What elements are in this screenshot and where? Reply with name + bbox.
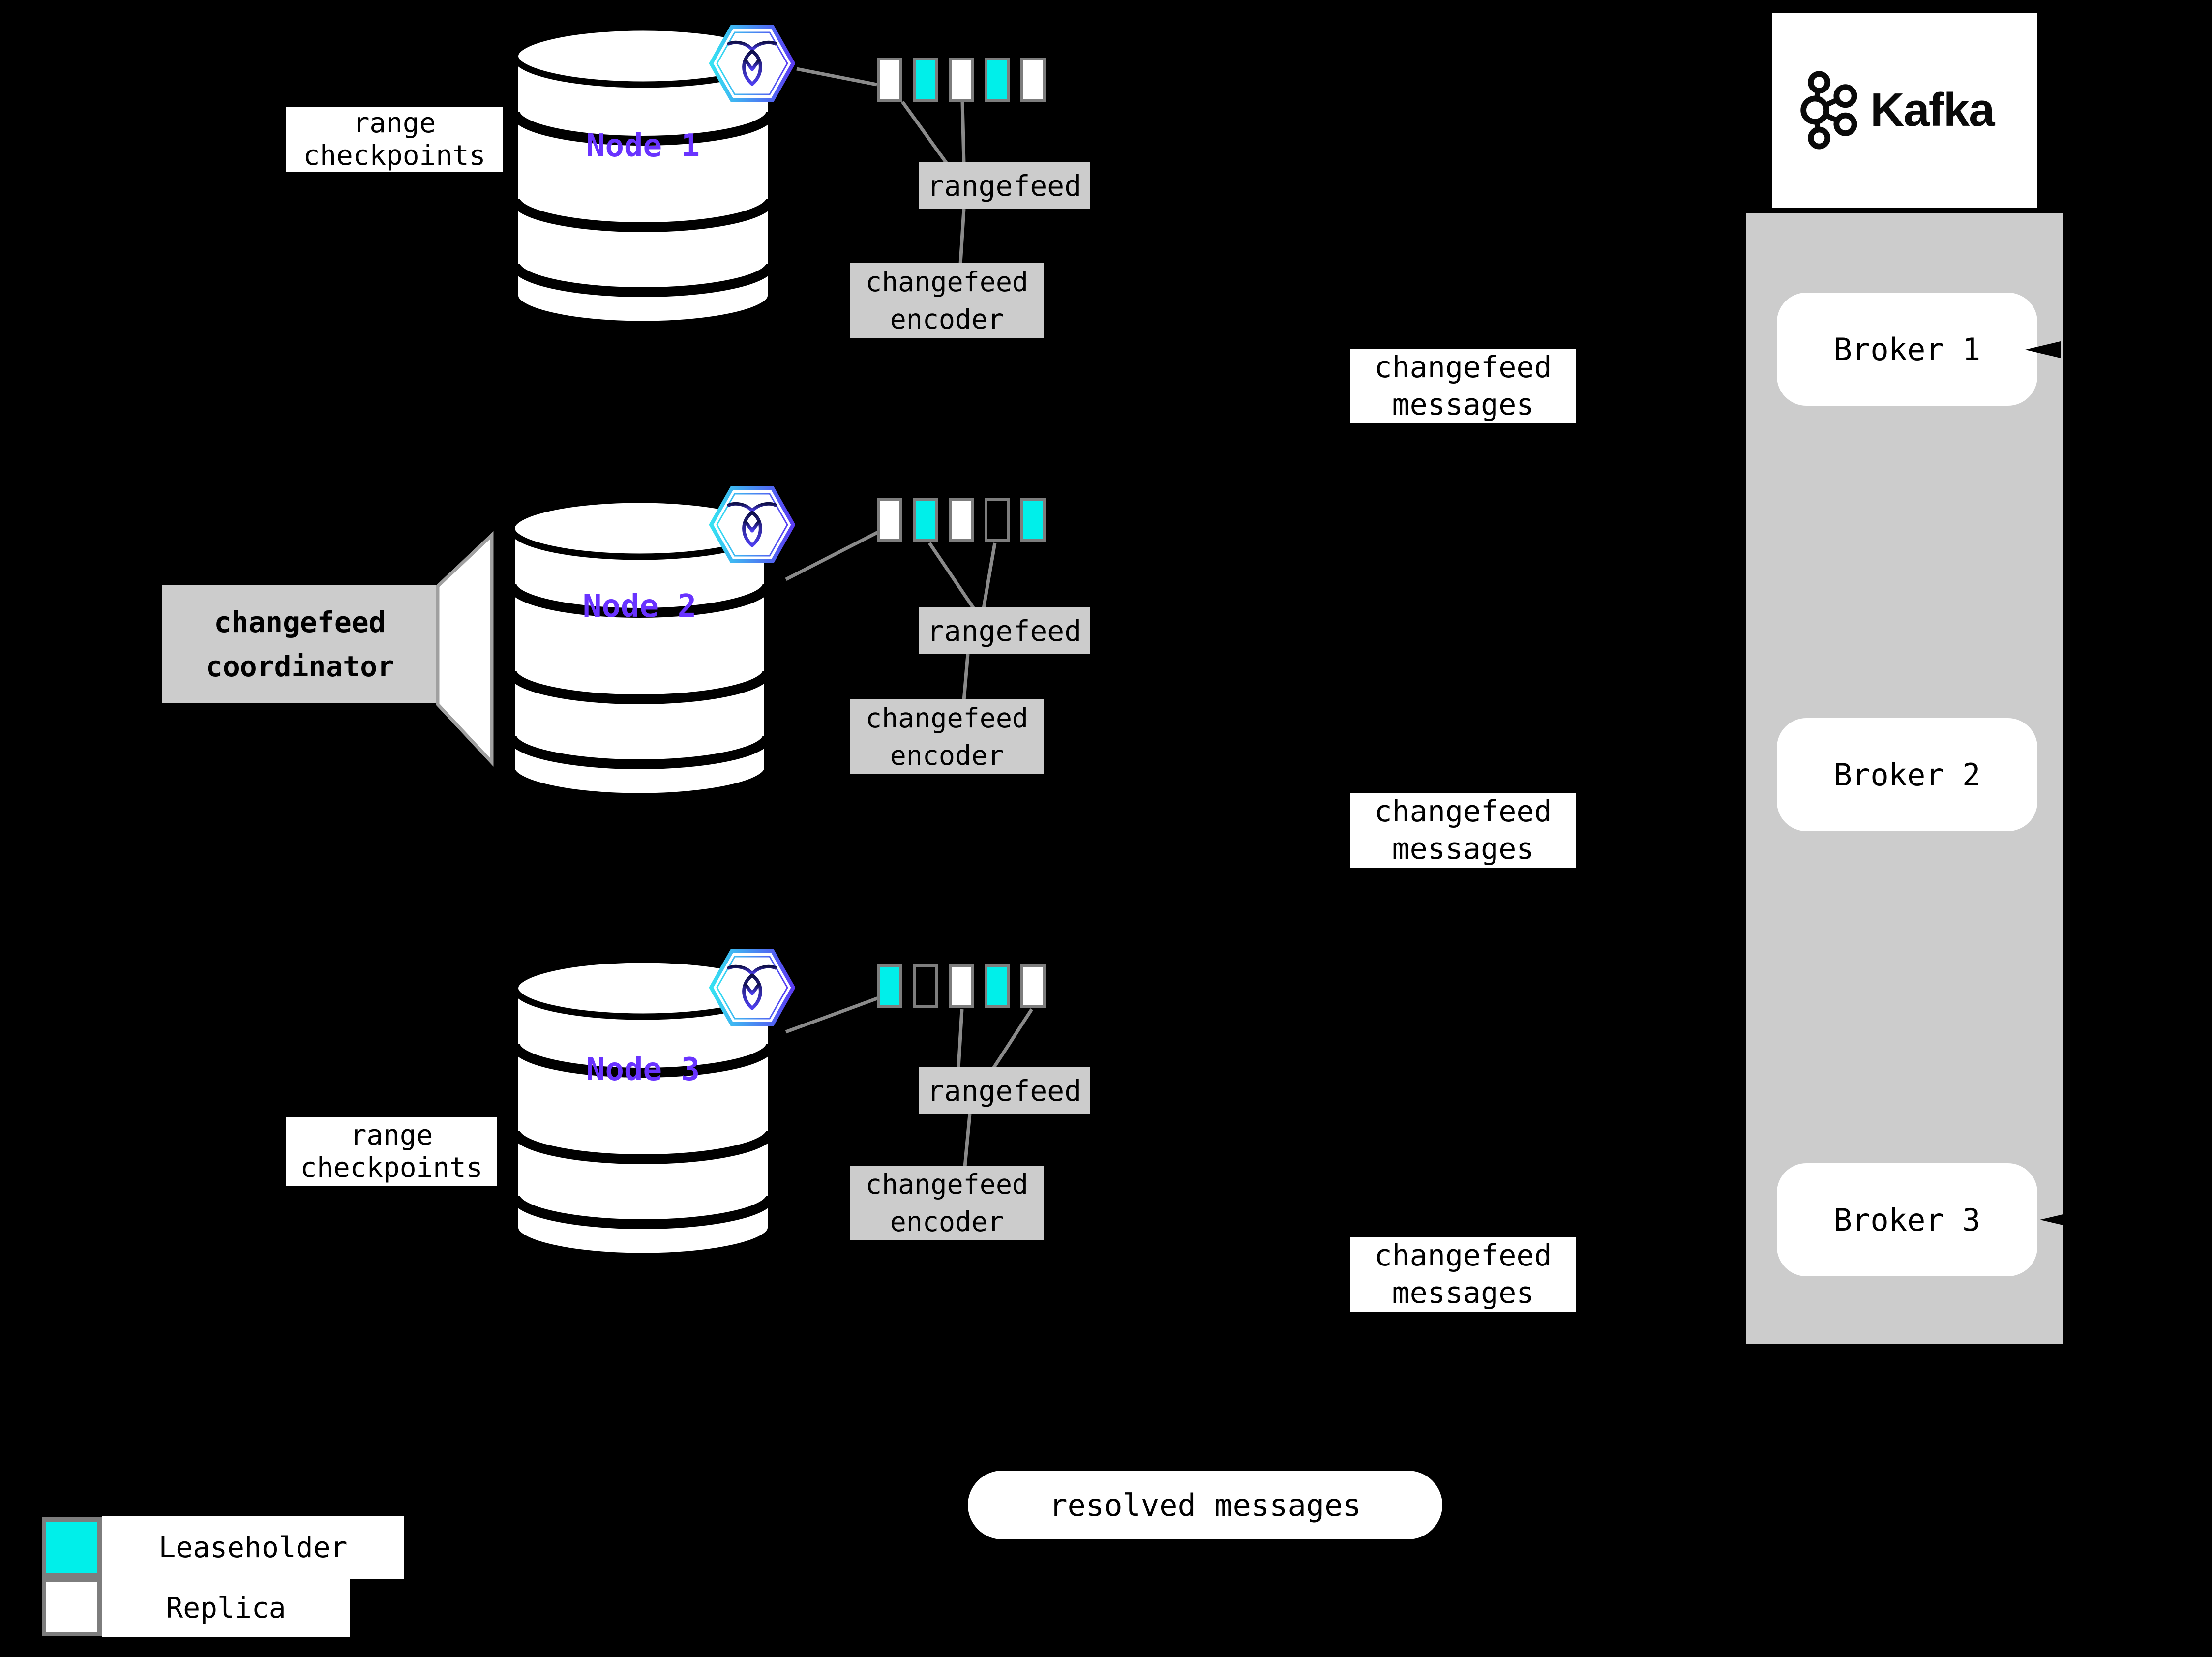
encoder-line1: changefeed — [865, 266, 1029, 298]
node-2-cylinder — [508, 497, 771, 799]
legend-replica-text: Replica — [166, 1591, 286, 1625]
rangefeed-label: rangefeed — [927, 614, 1082, 648]
changefeed-messages-line1: changefeed — [1374, 794, 1552, 829]
legend-leaseholder-text: Leaseholder — [158, 1531, 348, 1564]
arrowhead-icon — [2025, 341, 2061, 358]
legend-leaseholder-label: Leaseholder — [102, 1516, 404, 1579]
range-square-replica — [949, 964, 974, 1008]
changefeed-messages-label-1: changefeed messages — [1350, 349, 1576, 423]
encoder-line2: encoder — [890, 1206, 1004, 1237]
broker-1-label: Broker 1 — [1833, 331, 1981, 367]
resolved-messages-label: resolved messages — [1049, 1487, 1361, 1523]
node-1-name: Node 1 — [586, 128, 700, 164]
changefeed-messages-line1: changefeed — [1374, 1238, 1552, 1273]
range-square-leaseholder — [985, 58, 1010, 102]
range-square-empty — [985, 498, 1010, 542]
rangefeed-box-1: rangefeed — [919, 162, 1090, 209]
cockroachdb-logo-icon — [709, 949, 795, 1026]
range-checkpoints-line2: checkpoints — [300, 1152, 483, 1184]
changefeed-messages-line2: messages — [1392, 1276, 1534, 1310]
kafka-logo-icon — [1800, 71, 1857, 150]
legend-replica-label: Replica — [102, 1579, 350, 1637]
changefeed-messages-line2: messages — [1392, 832, 1534, 866]
encoder-line2: encoder — [890, 740, 1004, 771]
range-square-replica — [1020, 58, 1046, 102]
arrowhead-icon — [2040, 1214, 2063, 1225]
cockroachdb-logo-icon — [709, 25, 795, 102]
range-checkpoints-line1: range — [350, 1119, 433, 1151]
range-square-replica — [1020, 964, 1046, 1008]
rangefeed-box-2: rangefeed — [919, 607, 1090, 654]
encoder-line2: encoder — [890, 303, 1004, 335]
changefeed-messages-line1: changefeed — [1374, 350, 1552, 385]
range-square-replica — [877, 498, 902, 542]
encoder-line1: changefeed — [865, 1169, 1029, 1200]
legend-replica-swatch — [42, 1577, 102, 1636]
changefeed-encoder-box-3: changefeed encoder — [850, 1166, 1044, 1240]
range-square-leaseholder — [913, 58, 938, 102]
range-square-replica — [949, 58, 974, 102]
range-checkpoints-line1: range — [353, 107, 436, 139]
broker-3: Broker 3 — [1777, 1163, 2037, 1276]
node-3-name: Node 3 — [586, 1052, 700, 1088]
coordinator-line1: changefeed — [214, 605, 386, 639]
kafka-logo-box: Kafka — [1772, 13, 2037, 208]
kafka-title: Kafka — [1870, 84, 1995, 136]
changefeed-encoder-box-1: changefeed encoder — [850, 263, 1044, 338]
broker-2: Broker 2 — [1777, 718, 2037, 831]
range-square-empty — [913, 964, 938, 1008]
coordinator-pointer-flag — [436, 531, 494, 767]
rangefeed-box-3: rangefeed — [919, 1067, 1090, 1114]
legend-leaseholder-swatch — [42, 1517, 102, 1577]
changefeed-messages-label-2: changefeed messages — [1350, 793, 1576, 868]
range-checkpoints-line2: checkpoints — [303, 140, 486, 172]
node-3-cylinder — [511, 957, 775, 1259]
cockroachdb-logo-icon — [709, 486, 795, 563]
rangefeed-label: rangefeed — [927, 169, 1082, 203]
range-square-leaseholder — [1020, 498, 1046, 542]
coordinator-line2: coordinator — [205, 650, 395, 683]
range-square-leaseholder — [985, 964, 1010, 1008]
node-2-name: Node 2 — [582, 588, 697, 625]
changefeed-messages-label-3: changefeed messages — [1350, 1237, 1576, 1312]
changefeed-encoder-box-2: changefeed encoder — [850, 699, 1044, 774]
rangefeed-label: rangefeed — [927, 1074, 1082, 1108]
encoder-line1: changefeed — [865, 702, 1029, 734]
broker-3-label: Broker 3 — [1833, 1202, 1981, 1238]
range-square-leaseholder — [877, 964, 902, 1008]
range-square-replica — [877, 58, 902, 102]
node-1-range-squares — [877, 58, 1046, 102]
node-3-range-squares — [877, 964, 1046, 1008]
range-square-leaseholder — [913, 498, 938, 542]
node-1-cylinder — [511, 25, 775, 327]
broker-2-label: Broker 2 — [1833, 756, 1981, 793]
range-checkpoints-label-1: range checkpoints — [286, 107, 503, 172]
range-checkpoints-label-2: range checkpoints — [286, 1117, 497, 1186]
changefeed-coordinator-label: changefeed coordinator — [162, 585, 438, 703]
resolved-messages-pill: resolved messages — [968, 1471, 1442, 1539]
changefeed-messages-line2: messages — [1392, 388, 1534, 422]
node-2-range-squares — [877, 498, 1046, 542]
broker-1: Broker 1 — [1777, 293, 2037, 406]
range-square-replica — [949, 498, 974, 542]
